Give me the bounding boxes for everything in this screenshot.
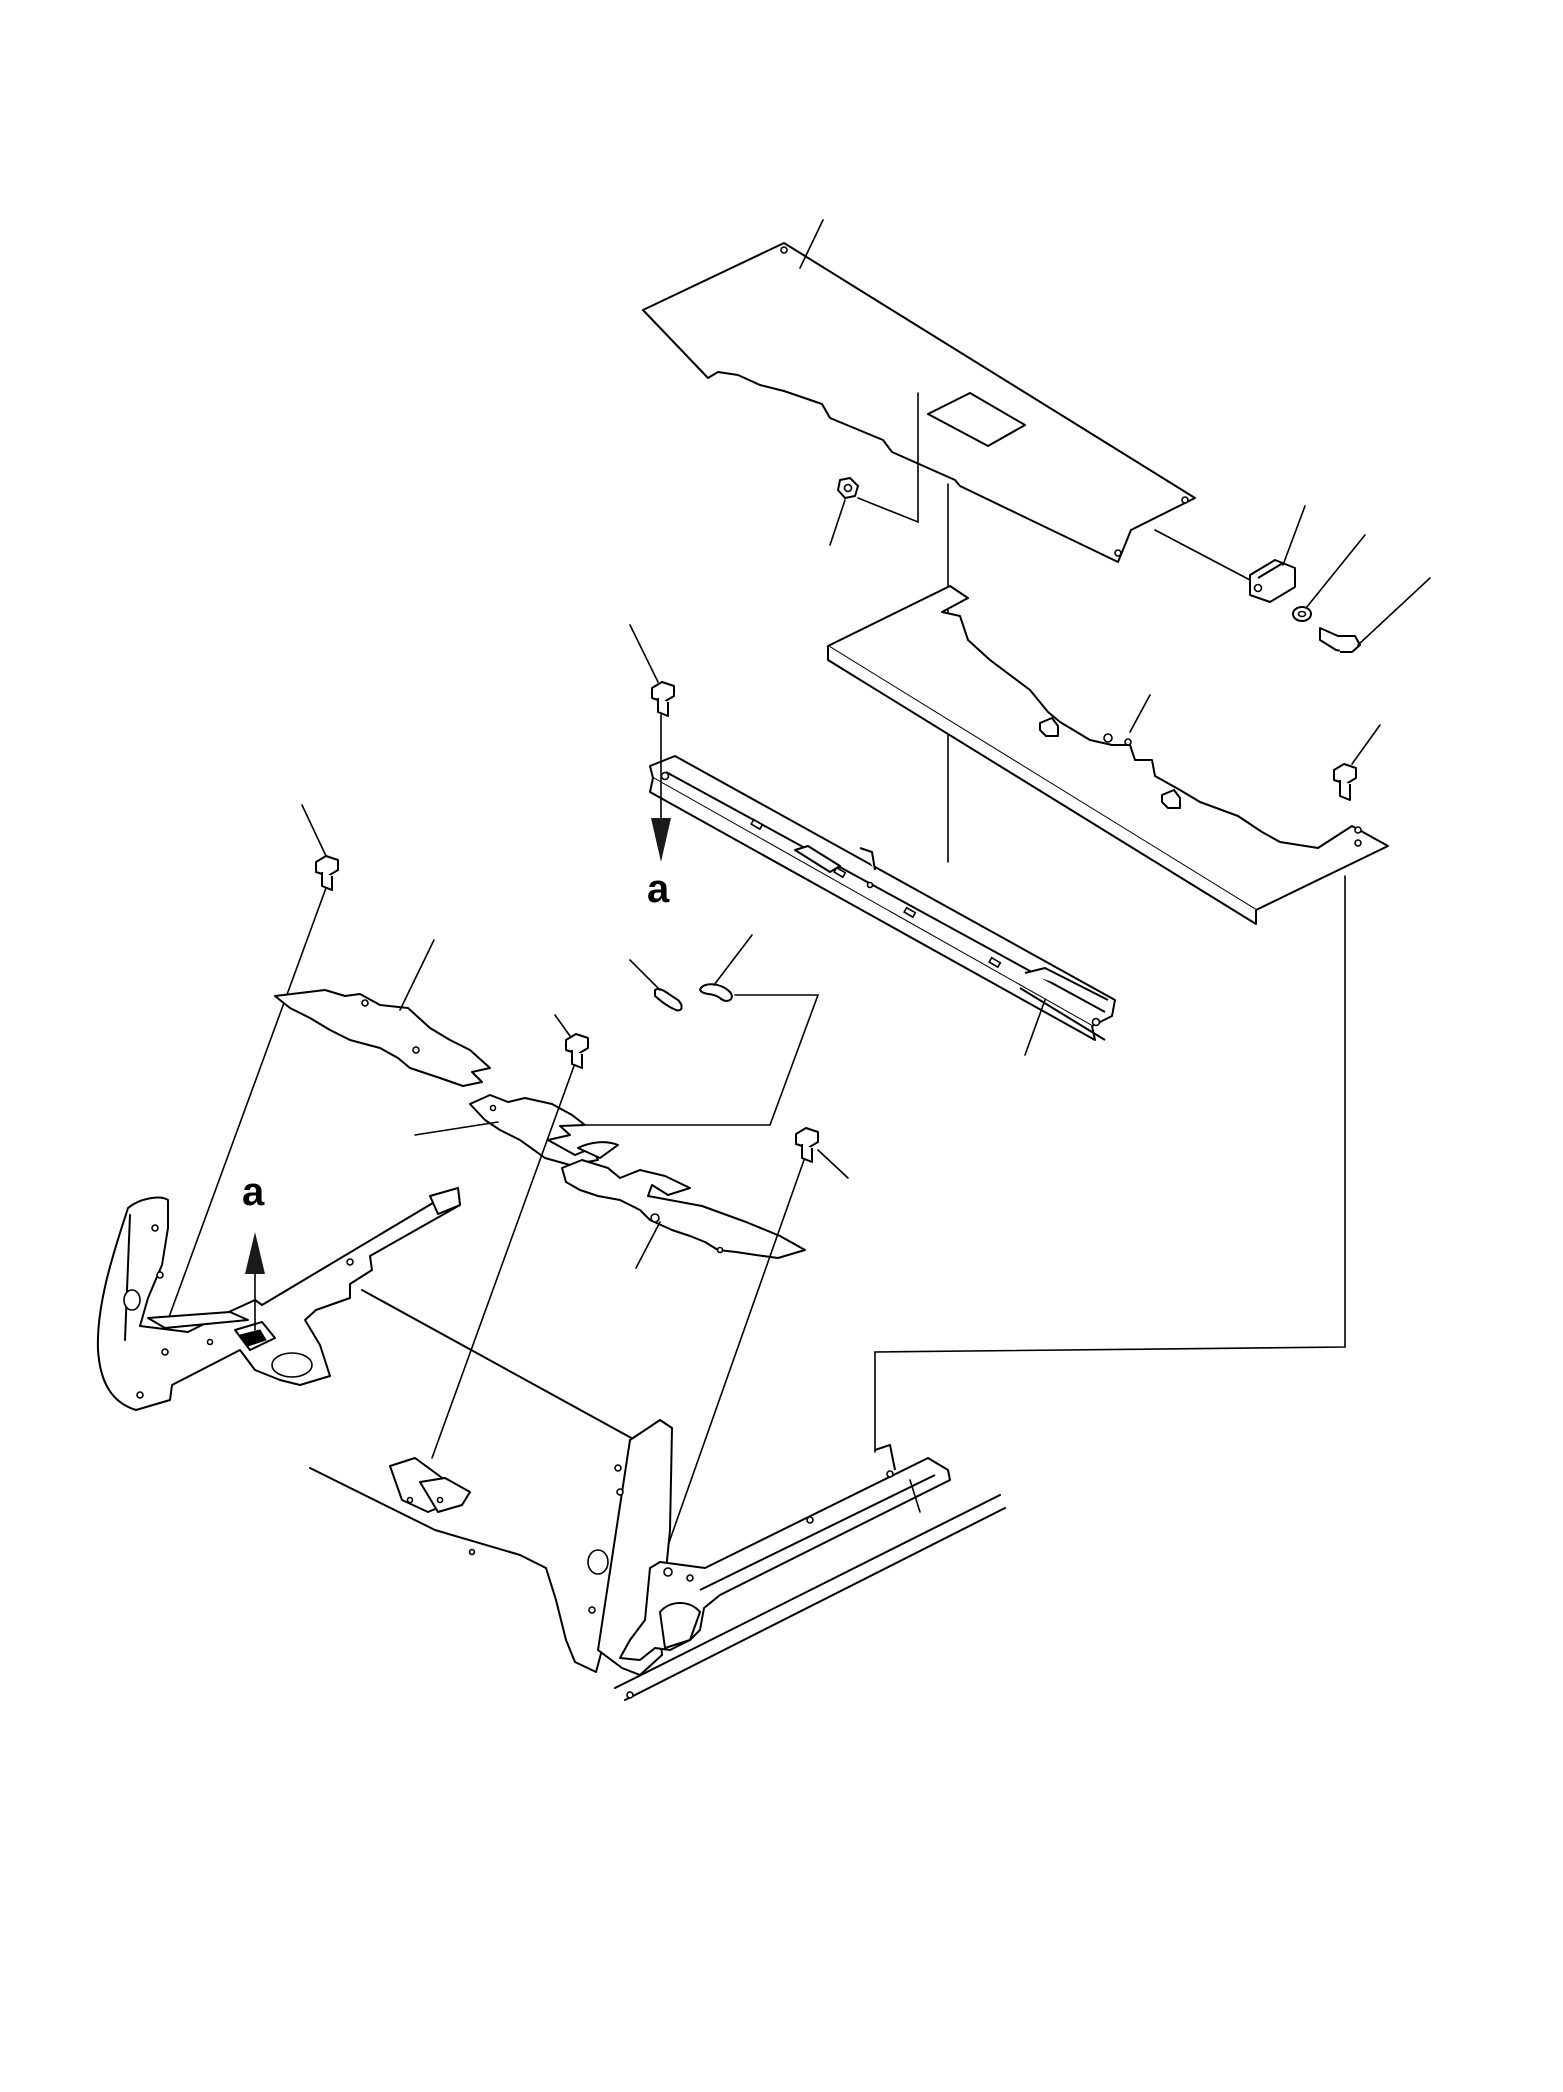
leader-clip-right xyxy=(713,934,753,986)
latch-block xyxy=(1249,559,1296,603)
leader-frame-right xyxy=(909,1479,921,1513)
washer-part xyxy=(1292,606,1312,622)
leader-bolt-to-frame xyxy=(874,875,1346,1453)
top-cover-plate xyxy=(642,242,1196,563)
lower-frame-center xyxy=(309,1289,673,1676)
view-label-a-upper: a xyxy=(647,867,670,911)
arrow-a-lower-head xyxy=(245,1232,265,1274)
lower-frame-right xyxy=(614,1444,1006,1701)
bolt-center-right xyxy=(795,1127,819,1163)
nut-part xyxy=(837,477,859,499)
leader-nut xyxy=(857,392,919,524)
leader-bolt-right xyxy=(1357,577,1431,646)
lower-panel xyxy=(561,1159,806,1259)
bolt-right xyxy=(1319,627,1361,653)
leader-mid-plate xyxy=(1129,694,1151,733)
leader-clip-left xyxy=(629,959,661,991)
left-panel xyxy=(274,989,491,1087)
leader-top-cover xyxy=(799,219,824,269)
leader-bolt-center xyxy=(554,1014,571,1037)
leader-left-panel xyxy=(399,939,435,1011)
leader-bolt-center-right xyxy=(817,1149,849,1179)
leader-nut-label xyxy=(829,499,846,546)
leader-center-panel xyxy=(414,1121,499,1136)
leader-clip-to-panel xyxy=(577,994,820,1126)
center-panel xyxy=(469,1094,619,1166)
leader-bolt-rail xyxy=(629,624,659,683)
leader-bolt-left xyxy=(301,804,327,857)
bolt-rail xyxy=(651,681,675,717)
leader-cross-rail xyxy=(1024,999,1046,1056)
bolt-center xyxy=(565,1033,589,1069)
arrow-a-upper-head xyxy=(651,818,671,862)
leader-bolt-left-down xyxy=(164,887,327,1329)
view-label-a-lower: a xyxy=(242,1170,265,1214)
clip-left xyxy=(654,988,683,1012)
cross-rail xyxy=(649,755,1116,1041)
leader-plate-to-latch xyxy=(1154,529,1251,581)
leader-bolt-mid-right xyxy=(1351,724,1381,765)
leader-bolt-center-down xyxy=(431,1065,575,1459)
mid-cover-plate xyxy=(827,585,1389,925)
clip-right xyxy=(699,983,733,1002)
bolt-mid-right xyxy=(1333,763,1357,801)
leader-bolt-center-right-down xyxy=(659,1159,805,1569)
leader-lower-panel xyxy=(635,1221,661,1269)
bolt-left xyxy=(315,855,339,891)
leader-latch xyxy=(1282,505,1306,566)
lower-frame-left xyxy=(96,1187,461,1411)
leader-washer xyxy=(1305,534,1366,609)
